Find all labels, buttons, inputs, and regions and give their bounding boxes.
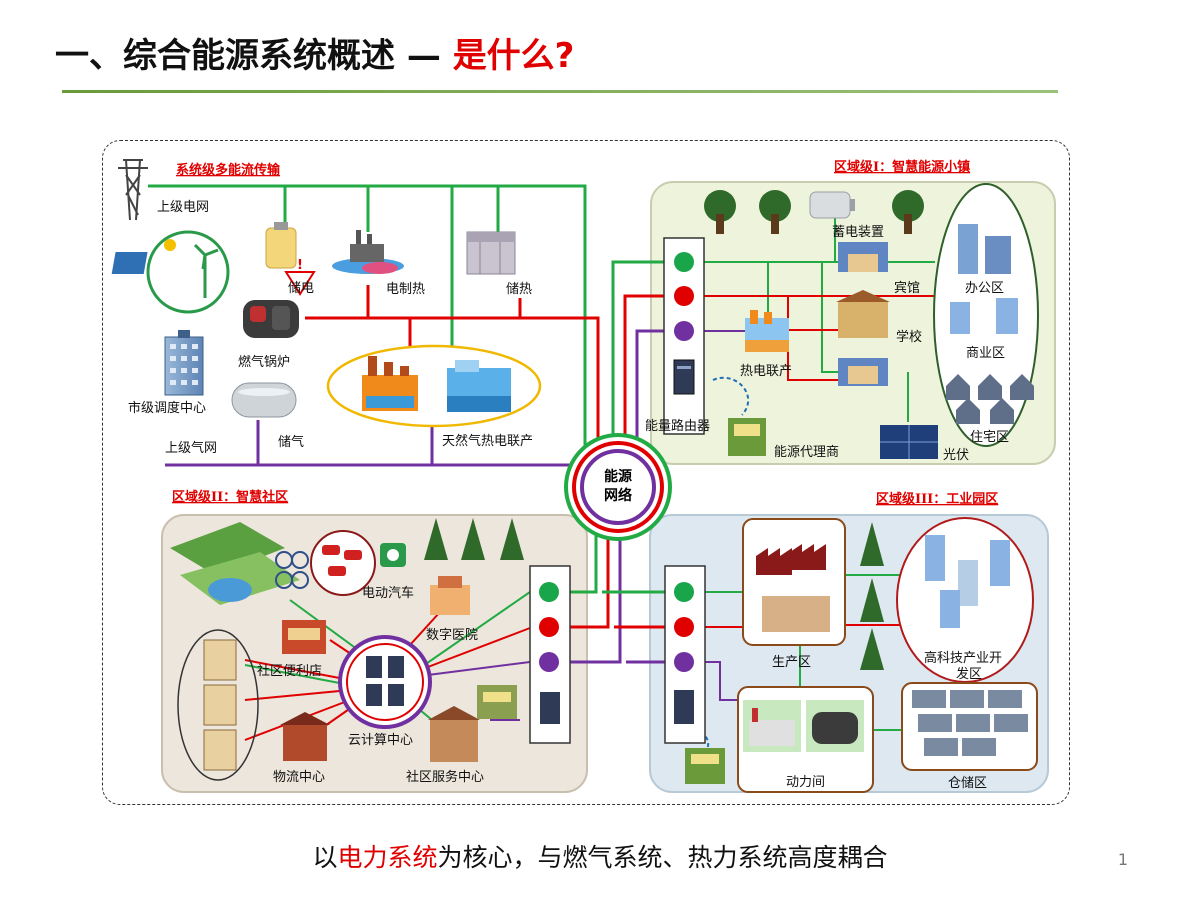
label-heat-storage: 储热 [506,282,532,297]
label-convenience-store: 社区便利店 [257,663,322,679]
school-icon [836,290,890,338]
gas-storage-icon [231,382,297,418]
label-hitech-line2: 发区 [956,666,982,682]
section-system-level: 系统级多能流传输 [176,162,281,178]
apartment-area [177,629,259,781]
section-region2: 区域级II：智慧社区 [172,489,288,505]
chp-station-icon [447,360,511,412]
power-room-area [737,686,874,793]
office-area [933,183,1039,447]
store-icon [282,620,326,654]
label-city-dispatch: 市级调度中心 [128,400,206,416]
pv-panel-icon [880,425,938,459]
industry-agent-icon [685,748,725,784]
power-to-heat-icon [332,230,404,274]
title-highlight: 是什么? [452,36,575,76]
label-power-room: 动力间 [786,775,825,790]
caption: 以电力系统为核心，与燃气系统、热力系统高度耦合 [312,843,888,872]
router-panel [663,237,705,435]
gas-boiler-icon [243,300,299,338]
label-upper-grid: 上级电网 [157,200,209,215]
chp-icon [745,310,789,352]
section-region1: 区域级I：智慧能源小镇 [834,159,970,175]
label-gas-boiler: 燃气锅炉 [238,354,290,370]
hitech-area [896,517,1034,683]
label-cloud-center: 云计算中心 [348,733,413,748]
battery-device-icon [809,191,855,219]
system-lines [148,184,612,467]
tree-icon [704,190,924,234]
label-logistics: 物流中心 [273,770,325,785]
community-router-panel [529,565,571,744]
label-warehouse: 仓储区 [948,776,987,791]
label-school: 学校 [896,329,922,345]
service-center-icon [428,706,480,762]
label-battery-device: 蓄电装置 [832,225,884,240]
bicycle-icon [275,551,309,589]
ev-parking-icon [310,530,376,596]
region1-lines [700,215,940,422]
pine-tree-icon [860,522,884,670]
renewable-icon [111,230,230,314]
ev-charger-icon [380,543,406,567]
heat-storage-icon [466,231,516,275]
industry-router-panel [664,565,706,744]
logistics-icon [280,712,330,761]
label-hotel: 宾馆 [894,280,920,296]
park-icon [170,522,300,605]
hospital-icon [430,576,470,615]
cloud-center-icon [338,635,432,729]
label-gas-chp: 天然气热电联产 [442,433,533,449]
label-upper-gas: 上级气网 [165,440,217,456]
label-chp: 热电联产 [740,364,792,379]
label-digital-hospital: 数字医院 [426,628,478,643]
label-service-center: 社区服务中心 [406,769,484,785]
section-region3: 区域级III：工业园区 [876,491,998,507]
label-production: 生产区 [772,655,811,670]
label-ev: 电动汽车 [362,585,414,601]
label-gas-storage: 储气 [278,434,304,450]
label-power-to-heat: 电制热 [386,282,425,297]
transmission-tower-icon [118,159,148,221]
label-hitech-line1: 高科技产业开 [924,650,1002,666]
caption-highlight: 电力系统 [337,843,438,872]
page-number: 1 [1117,850,1128,869]
dispatch-center-icon [164,330,204,396]
label-residential: 住宅区 [970,430,1009,445]
label-energy-agent: 能源代理商 [774,445,839,460]
agent-building-icon [728,418,766,456]
production-area [742,518,846,646]
label-storage-elec: 储电 [288,281,314,296]
hub-label-line2: 网络 [604,487,632,504]
label-energy-router: 能量路由器 [645,418,710,434]
pine-tree-icon [424,518,524,560]
energy-hub: 能源 网络 [564,433,672,541]
diagram-frame [102,140,1070,805]
community-shop-icon [477,685,517,719]
building-icon [838,358,888,386]
warehouse-area [901,682,1038,771]
hotel-icon [838,242,888,272]
title-divider [62,90,1058,93]
page-title: 一、综合能源系统概述 — 是什么? [55,36,575,76]
label-office: 办公区 [965,281,1004,296]
label-pv: 光伏 [943,448,969,463]
svg-text:!: ! [297,258,303,273]
hub-label-line1: 能源 [604,468,632,485]
region2-lines [244,591,531,741]
battery-storage-icon: ! [265,222,316,296]
label-commercial: 商业区 [966,346,1005,361]
chp-plant-icon [362,356,418,411]
